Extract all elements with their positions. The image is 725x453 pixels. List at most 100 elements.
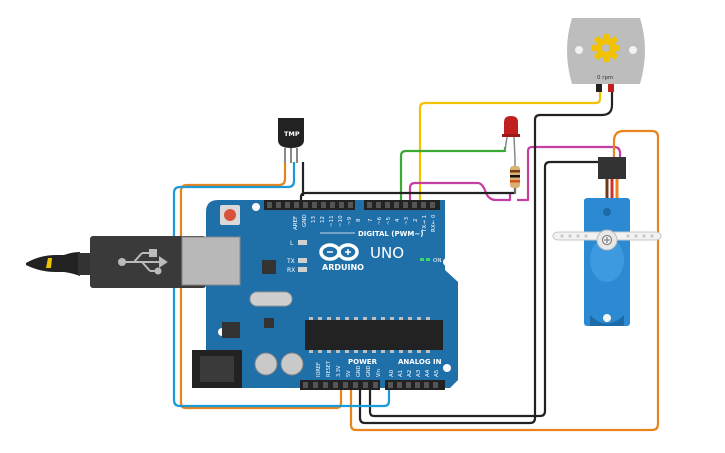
pin-label: AREF — [293, 216, 299, 230]
servo-horn[interactable] — [552, 229, 662, 251]
pin-label: A3 — [416, 369, 422, 377]
mcu-pins — [309, 317, 430, 353]
arduino-board[interactable]: AREF GND 13 12 ~11 ~10 ~9 8 7 ~6 ~5 4 ~3… — [181, 200, 458, 390]
on-label: ON — [433, 258, 441, 264]
resistor[interactable] — [510, 158, 520, 194]
pin-label: ~10 — [338, 215, 344, 227]
resistor-band — [510, 170, 520, 173]
pin-label: ~9 — [347, 216, 353, 225]
resistor-band — [510, 180, 520, 183]
mount-hole — [443, 258, 451, 266]
digital-header[interactable] — [264, 200, 440, 210]
servo-hole — [603, 208, 611, 216]
pin-label: ~6 — [377, 216, 383, 225]
pin-label: IOREF — [316, 362, 322, 377]
pin-label: ~11 — [329, 215, 335, 227]
power-header[interactable] — [300, 380, 380, 390]
pin-label: 5V — [346, 370, 352, 377]
digital-label: DIGITAL (PWM~) — [358, 230, 423, 238]
pin-label: RX← 0 — [431, 214, 437, 232]
pin-label: 7 — [368, 218, 374, 222]
pin-label: TX→ 1 — [422, 215, 428, 233]
digital-pin-labels: AREF GND 13 12 ~11 ~10 ~9 8 7 ~6 ~5 4 ~3… — [293, 214, 437, 233]
usb-tip-icon — [46, 258, 52, 268]
l-label: L — [290, 240, 294, 247]
capacitor — [280, 352, 304, 376]
regulator — [222, 322, 240, 338]
pin-label: 2 — [413, 219, 419, 223]
wires — [172, 91, 660, 432]
pin-label: GND — [366, 365, 372, 377]
pin-label: 3.3V — [336, 365, 342, 377]
servo-hole — [603, 314, 611, 322]
pin-label: A0 — [389, 369, 395, 377]
led-rx — [298, 267, 307, 272]
temperature-sensor[interactable]: TMP — [278, 118, 304, 163]
motor-terminal — [608, 84, 614, 92]
red-led[interactable] — [502, 116, 520, 159]
wire-orange-servo[interactable] — [349, 129, 660, 432]
servo-connector — [598, 157, 626, 179]
wire-black-motor[interactable] — [358, 91, 614, 425]
pin-label: 4 — [395, 218, 401, 222]
sensor-legs — [284, 148, 298, 163]
logo-signs — [327, 249, 351, 255]
chip — [262, 260, 276, 274]
servo-body-ring — [590, 238, 624, 282]
motor-hole — [575, 46, 583, 54]
sensor-label: TMP — [284, 130, 300, 138]
usb-cable[interactable] — [26, 236, 206, 288]
wire-black-servo[interactable] — [368, 158, 608, 418]
capacitor — [254, 352, 278, 376]
motor-terminal — [596, 84, 602, 92]
servo-leads — [605, 179, 619, 200]
resistor-band — [510, 175, 520, 178]
mount-hole — [252, 203, 260, 211]
pin-label: A5 — [434, 369, 440, 377]
motor-rpm: 0 rpm — [597, 75, 613, 81]
gear-icon — [592, 34, 620, 62]
pin-label: 12 — [320, 216, 326, 223]
model-label: UNO — [370, 244, 404, 262]
mcu-chip — [305, 320, 443, 350]
brand-label: ARDUINO — [322, 263, 364, 272]
infinity-logo-icon — [319, 243, 359, 261]
wire-yellow[interactable] — [418, 91, 602, 201]
pin-label: GND — [356, 365, 362, 377]
pin-label: Vin — [376, 369, 382, 377]
wire-blue[interactable] — [172, 162, 391, 408]
led-legs — [504, 136, 516, 159]
wire-green[interactable] — [399, 147, 507, 201]
on-led — [426, 258, 430, 261]
chip — [264, 318, 274, 328]
reset-button-cap — [224, 209, 236, 221]
power-pin-labels: IOREF RESET 3.3V 5V GND GND Vin — [316, 360, 382, 377]
pin-label: A2 — [407, 370, 413, 377]
analog-pin-labels: A0 A1 A2 A3 A4 A5 — [389, 369, 440, 377]
pin-label: A4 — [425, 369, 431, 377]
pin-label: ~3 — [404, 216, 410, 225]
pin-label: 8 — [356, 218, 362, 222]
usb-port — [181, 236, 241, 286]
analog-label: ANALOG IN — [398, 358, 442, 366]
led-tx — [298, 258, 307, 263]
power-label: POWER — [348, 358, 378, 366]
pin-label: ~5 — [386, 216, 392, 225]
wire-magenta-2[interactable] — [517, 145, 622, 202]
crystal — [249, 291, 293, 307]
horn-holes — [560, 234, 654, 238]
pin-label: 13 — [311, 216, 317, 223]
analog-header[interactable] — [385, 380, 445, 390]
tx-label: TX — [286, 258, 295, 265]
mount-hole — [443, 364, 451, 372]
usb-icon — [118, 249, 168, 275]
servo-motor[interactable] — [552, 157, 662, 326]
wire-orange-sensor[interactable] — [179, 162, 343, 410]
screw-icon — [601, 234, 613, 246]
power-jack-inner — [200, 356, 234, 382]
wire-magenta-1[interactable] — [408, 181, 512, 202]
dc-motor[interactable]: 0 rpm — [567, 18, 645, 92]
pin-label: A1 — [398, 370, 404, 377]
led-l — [298, 240, 307, 245]
